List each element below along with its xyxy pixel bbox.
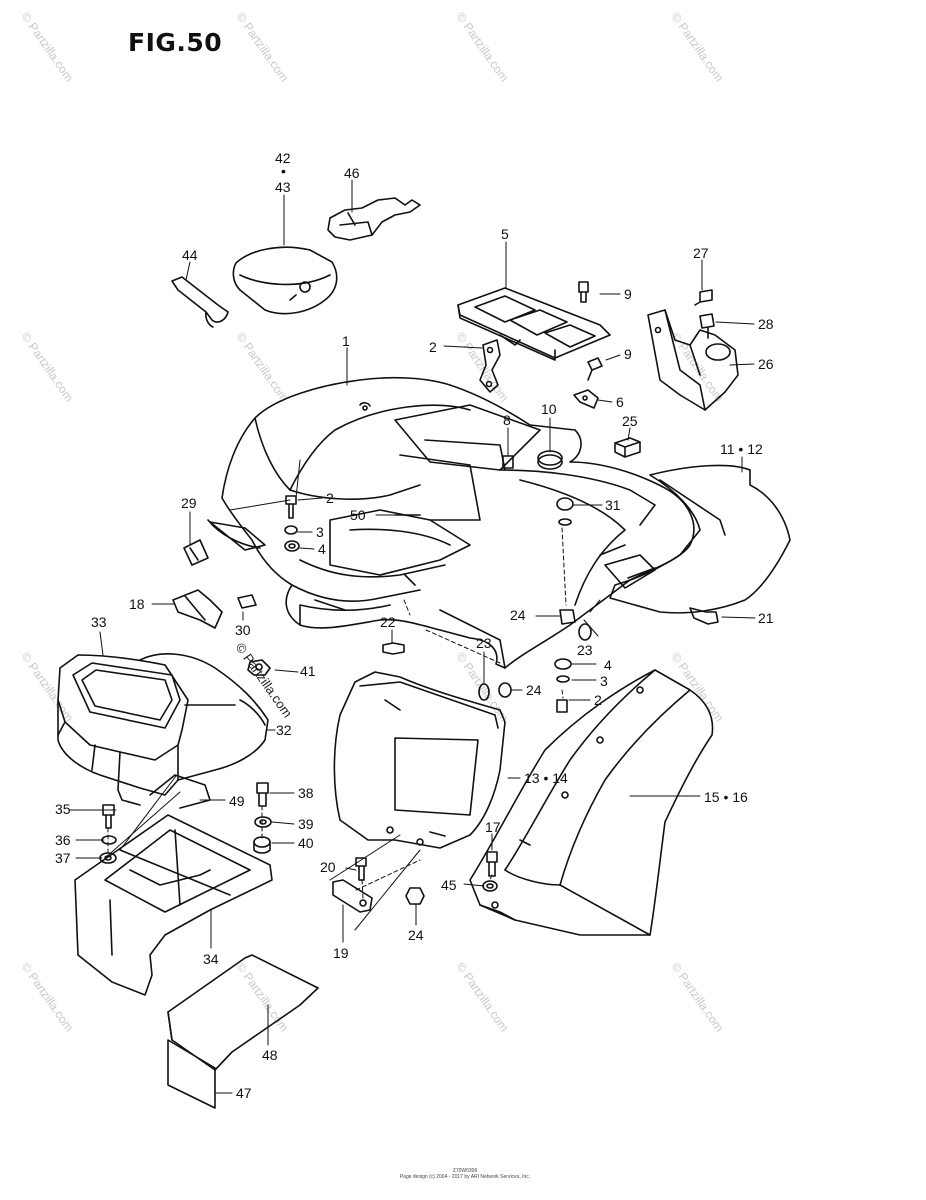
callout-label: 20 bbox=[320, 859, 336, 875]
callout-label: 50 bbox=[350, 507, 366, 523]
callout-label: 48 bbox=[262, 1047, 278, 1063]
callout-label: 25 bbox=[622, 413, 638, 429]
callout-label: 3 bbox=[316, 524, 324, 540]
callout-label: 2 bbox=[326, 490, 334, 506]
callout-label: 8 bbox=[503, 412, 511, 428]
part-30 bbox=[237, 594, 257, 609]
callout-label: 13 • 14 bbox=[524, 770, 568, 786]
callout-label: 38 bbox=[298, 785, 314, 801]
callout-label: 27 bbox=[693, 245, 709, 261]
rear-mud-flap bbox=[599, 464, 791, 614]
callout-labels: 1 2 2 2 3 3 4 4 5 6 8 9 9 10 11 • 12 13 … bbox=[55, 150, 774, 1101]
callout-label: 35 bbox=[55, 801, 71, 817]
callout-label: 9 bbox=[624, 346, 632, 362]
callout-label: 2 bbox=[429, 339, 437, 355]
inner-fender-panel bbox=[333, 671, 506, 849]
callout-label: 39 bbox=[298, 816, 314, 832]
callout-label: 10 bbox=[541, 401, 557, 417]
hardware-parts bbox=[99, 281, 719, 913]
callout-label: 21 bbox=[758, 610, 774, 626]
callout-label: 24 bbox=[510, 607, 526, 623]
callout-label: 40 bbox=[298, 835, 314, 851]
footer-code: Z70W0306 bbox=[452, 1168, 478, 1174]
callout-label: 4 bbox=[604, 657, 612, 673]
callout-label: • bbox=[281, 163, 286, 179]
callout-label: 45 bbox=[441, 877, 457, 893]
callout-label: 42 bbox=[275, 150, 291, 166]
bracket-2 bbox=[479, 339, 501, 393]
callout-label: 9 bbox=[624, 286, 632, 302]
callout-label: 28 bbox=[758, 316, 774, 332]
callout-label: 31 bbox=[605, 497, 621, 513]
part-18 bbox=[172, 589, 223, 629]
callout-label: 34 bbox=[203, 951, 219, 967]
callout-label: 30 bbox=[235, 622, 251, 638]
bracket-6 bbox=[573, 389, 599, 409]
clip-46 bbox=[327, 197, 421, 241]
callout-label: 36 bbox=[55, 832, 71, 848]
callout-label: 2 bbox=[594, 692, 602, 708]
callout-label: 41 bbox=[300, 663, 316, 679]
callout-label: 17 bbox=[485, 819, 501, 835]
carrier-plate bbox=[457, 287, 611, 361]
bracket-26 bbox=[647, 309, 739, 411]
callout-label: 33 bbox=[91, 614, 107, 630]
tool-box bbox=[57, 653, 269, 809]
callout-label: 24 bbox=[526, 682, 542, 698]
callout-label: 23 bbox=[476, 635, 492, 651]
callout-label: 43 bbox=[275, 179, 291, 195]
callout-label: 37 bbox=[55, 850, 71, 866]
callout-label: 4 bbox=[318, 541, 326, 557]
callout-label: 26 bbox=[758, 356, 774, 372]
callout-label: 19 bbox=[333, 945, 349, 961]
footer-copyright: Page design (c) 2004 - 2017 by ARI Netwo… bbox=[399, 1174, 531, 1180]
callout-label: 44 bbox=[182, 247, 198, 263]
callout-label: 5 bbox=[501, 226, 509, 242]
callout-label: 22 bbox=[380, 614, 396, 630]
rear-fender bbox=[207, 376, 695, 669]
support-plate bbox=[74, 814, 273, 996]
side-guard bbox=[469, 669, 714, 936]
callout-label: 1 bbox=[342, 333, 350, 349]
callout-label: 15 • 16 bbox=[704, 789, 748, 805]
callout-label: 18 bbox=[129, 596, 145, 612]
callout-label: 46 bbox=[344, 165, 360, 181]
figure-title: FIG.50 bbox=[128, 28, 223, 57]
leader-lines bbox=[69, 179, 756, 1094]
flap-47 bbox=[167, 1039, 216, 1109]
tool-box-cover bbox=[232, 246, 338, 315]
callout-label: 32 bbox=[276, 722, 292, 738]
callout-label: 3 bbox=[600, 673, 608, 689]
spacer-25 bbox=[614, 437, 641, 458]
callout-label: 49 bbox=[229, 793, 245, 809]
part-41 bbox=[247, 659, 271, 676]
callout-label: 24 bbox=[408, 927, 424, 943]
callout-label: 29 bbox=[181, 495, 197, 511]
part-29 bbox=[183, 539, 209, 566]
callout-label: 11 • 12 bbox=[720, 441, 763, 457]
callout-label: 23 bbox=[577, 642, 593, 658]
wrench-tool bbox=[171, 276, 229, 328]
callout-label: 6 bbox=[616, 394, 624, 410]
callout-label: 47 bbox=[236, 1085, 252, 1101]
page-footer: Z70W0306 Page design (c) 2004 - 2017 by … bbox=[330, 1168, 600, 1180]
